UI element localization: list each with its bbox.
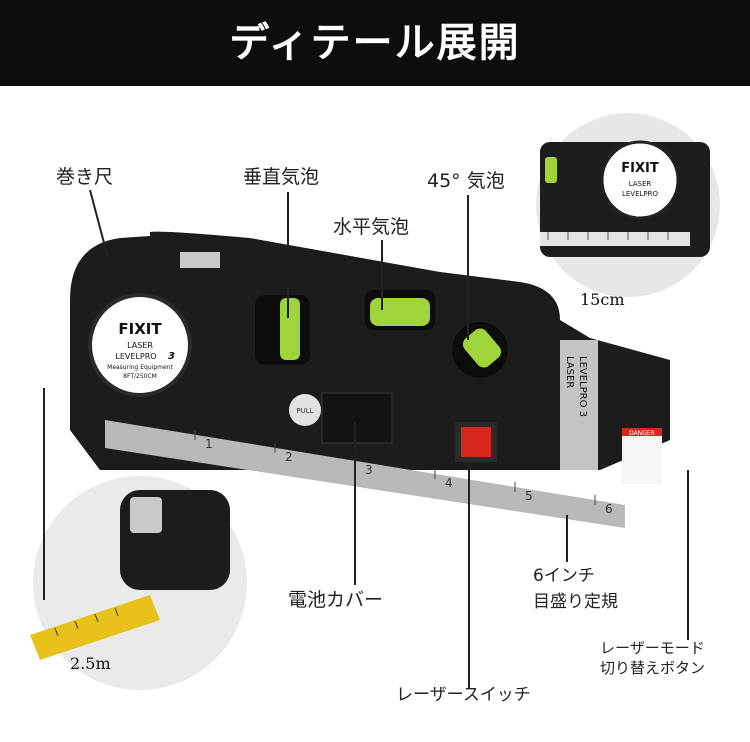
inset-brand: FIXIT xyxy=(621,161,659,176)
header-banner xyxy=(0,0,750,86)
callout-horizontal-vial: 水平気泡 xyxy=(333,216,410,238)
callout-mode-button: レーザーモード 切り替えボタン xyxy=(600,638,705,678)
page-title: ディテール展開 xyxy=(229,20,521,66)
callout-ruler-line2: 目盛り定規 xyxy=(533,592,618,612)
callout-battery-cover: 電池カバー xyxy=(288,589,384,611)
side-line1: LASER xyxy=(564,356,575,388)
ruler-tick-label: 3 xyxy=(365,463,373,477)
ruler-tick-label: 1 xyxy=(205,437,213,451)
laser-switch-button[interactable] xyxy=(461,427,491,457)
side-line2: LEVELPRO 3 xyxy=(577,356,588,417)
product-illustration: FIXIT LASER LEVELPRO FIXIT LASER LEVELPR… xyxy=(30,113,720,690)
device-model-num: 3 xyxy=(168,351,175,362)
inset-line1: LASER xyxy=(629,180,652,188)
callout-laser-switch: レーザースイッチ xyxy=(396,685,531,705)
inset-label-15cm: 15cm xyxy=(580,290,625,309)
callout-45-vial: 45° 気泡 xyxy=(427,170,505,192)
ruler-tick-label: 2 xyxy=(285,450,293,464)
callout-tape-measure: 巻き尺 xyxy=(56,166,114,188)
device-brand: FIXIT xyxy=(118,320,162,338)
callout-ruler: 6インチ 目盛り定規 xyxy=(533,563,618,615)
inset-line2: LEVELPRO xyxy=(622,190,659,198)
ruler-ticks: 1 2 3 4 5 6 xyxy=(194,430,613,516)
device-line1: LASER xyxy=(127,341,153,350)
callout-mode-line2: 切り替えボタン xyxy=(600,659,706,677)
device-line2: LEVELPRO xyxy=(115,352,156,361)
level-body: FIXIT LASER LEVELPRO 3 Measuring Equipme… xyxy=(70,231,670,528)
ruler-tick-label: 4 xyxy=(445,476,453,490)
device-line4: 8FT/250CM xyxy=(123,373,157,380)
device-line3: Measuring Equipment xyxy=(107,364,173,371)
bottom-inset xyxy=(30,476,247,690)
callout-ruler-line1: 6インチ xyxy=(533,566,595,586)
leader-lines xyxy=(43,189,689,688)
pull-tab-text: PULL xyxy=(296,407,313,415)
callout-vertical-vial: 垂直気泡 xyxy=(243,166,320,188)
ruler-tick-label: 6 xyxy=(605,502,613,516)
callout-mode-line1: レーザーモード xyxy=(600,639,705,657)
ruler-tick-label: 5 xyxy=(525,489,533,503)
inset-label-2-5m: 2.5m xyxy=(70,654,111,673)
danger-label: DANGER xyxy=(629,430,655,437)
top-inset: FIXIT LASER LEVELPRO xyxy=(536,113,720,297)
